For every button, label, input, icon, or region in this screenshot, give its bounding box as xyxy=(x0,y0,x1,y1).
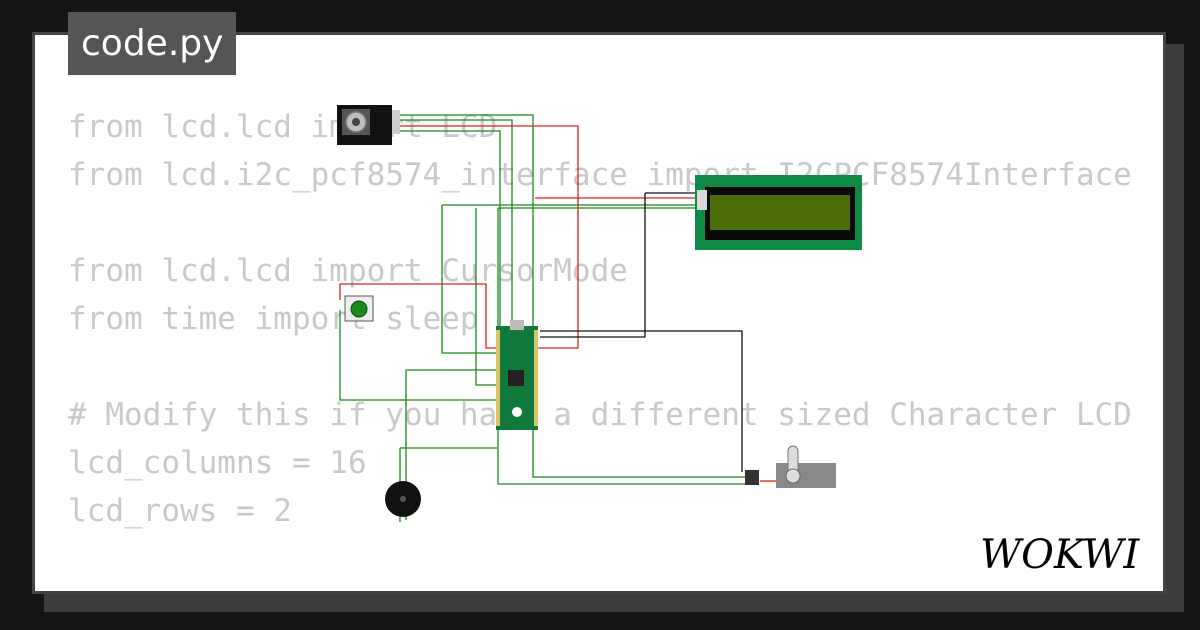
code-line: lcd_rows = 2 xyxy=(68,493,292,529)
code-line: # Initialise I2C bus. xyxy=(68,583,1133,591)
servo-motor[interactable] xyxy=(745,445,836,488)
servo-shaft-icon xyxy=(785,468,801,484)
rotary-encoder[interactable] xyxy=(337,105,400,145)
wire xyxy=(392,130,501,330)
wokwi-logo-text: WOKWI xyxy=(980,532,1140,576)
pico-usb-connector xyxy=(510,320,524,330)
pico-chip xyxy=(508,370,524,386)
wire xyxy=(392,125,579,349)
code-line: from time import sleep xyxy=(68,301,479,337)
wire xyxy=(540,193,646,338)
lcd-pin-header xyxy=(697,190,707,210)
piezo-buzzer[interactable] xyxy=(385,481,421,517)
code-line: lcd_columns = 16 xyxy=(68,445,367,481)
pushbutton[interactable] xyxy=(344,295,374,322)
wire xyxy=(441,205,496,354)
lcd-screen xyxy=(710,195,850,230)
wire xyxy=(497,430,745,485)
wire xyxy=(339,283,496,349)
file-tab[interactable]: code.py xyxy=(68,12,237,75)
servo-connector xyxy=(745,470,759,485)
buzzer-hole-icon xyxy=(400,496,406,502)
servo-body xyxy=(776,463,836,488)
pico-pin-row-right xyxy=(534,330,538,426)
button-cap-icon xyxy=(350,300,368,318)
wire xyxy=(475,208,496,386)
wire xyxy=(339,310,497,401)
wire xyxy=(392,114,745,478)
pico-pin-row-left xyxy=(496,330,500,426)
wire xyxy=(392,119,513,330)
wokwi-logo: WOKWI xyxy=(980,532,1140,576)
wire xyxy=(540,330,743,472)
code-line: from lcd.lcd import CursorMode xyxy=(68,253,628,289)
raspberry-pi-pico[interactable] xyxy=(496,320,538,430)
encoder-pins xyxy=(392,110,400,134)
raspberry-logo-icon xyxy=(512,407,522,417)
encoder-shaft xyxy=(352,118,360,126)
lcd1602-display[interactable] xyxy=(695,175,862,250)
